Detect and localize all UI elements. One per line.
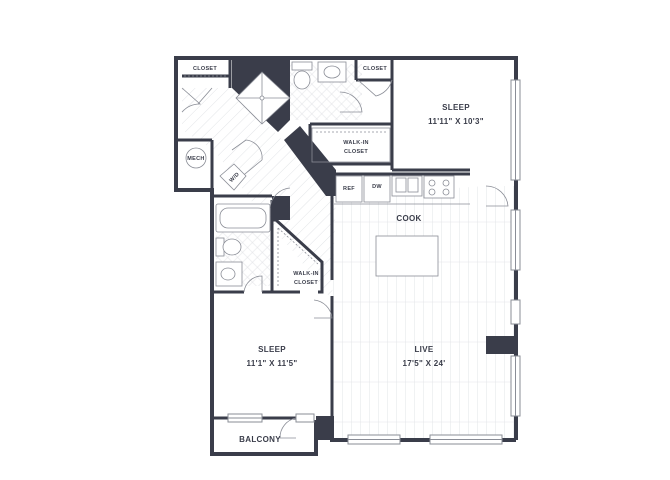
label-sleep-2-dims: 11'1" X 11'5" xyxy=(247,359,298,368)
label-dw: DW xyxy=(372,184,382,190)
live-floor xyxy=(332,186,514,438)
label-closet-a: CLOSET xyxy=(193,66,217,72)
label-closet-b: CLOSET xyxy=(363,66,387,72)
windows xyxy=(227,79,521,445)
label-walkin-2-b: CLOSET xyxy=(294,280,318,286)
door-swings xyxy=(181,79,509,439)
label-sleep-2: SLEEP xyxy=(258,345,286,354)
label-balcony: BALCONY xyxy=(239,435,281,444)
mech-unit xyxy=(185,147,207,169)
label-live: LIVE xyxy=(415,345,434,354)
fixtures xyxy=(184,61,470,288)
range xyxy=(423,175,455,199)
label-cook: COOK xyxy=(396,214,421,223)
toilet-2 xyxy=(222,238,242,256)
interior-walls xyxy=(176,58,470,420)
kitchen-island xyxy=(375,235,439,277)
label-ref: REF xyxy=(343,186,355,192)
dishwasher xyxy=(363,175,391,203)
label-live-dims: 17'5" X 24' xyxy=(403,359,446,368)
hall-floor xyxy=(182,88,336,300)
label-sleep-1-dims: 11'11" X 10'3" xyxy=(428,117,484,126)
label-walkin-1-a: WALK-IN xyxy=(343,140,369,146)
label-mech: MECH xyxy=(187,156,204,162)
toilet-1 xyxy=(293,70,311,90)
washer-dryer xyxy=(219,163,247,191)
label-walkin-2-a: WALK-IN xyxy=(293,271,319,277)
toilet-tank-1 xyxy=(291,61,313,71)
label-sleep-1: SLEEP xyxy=(442,103,470,112)
label-walkin-1-b: CLOSET xyxy=(344,149,368,155)
labels: CLOSET CLOSET SLEEP 11'11" X 10'3" WALK-… xyxy=(187,66,484,444)
refrigerator xyxy=(335,175,363,203)
